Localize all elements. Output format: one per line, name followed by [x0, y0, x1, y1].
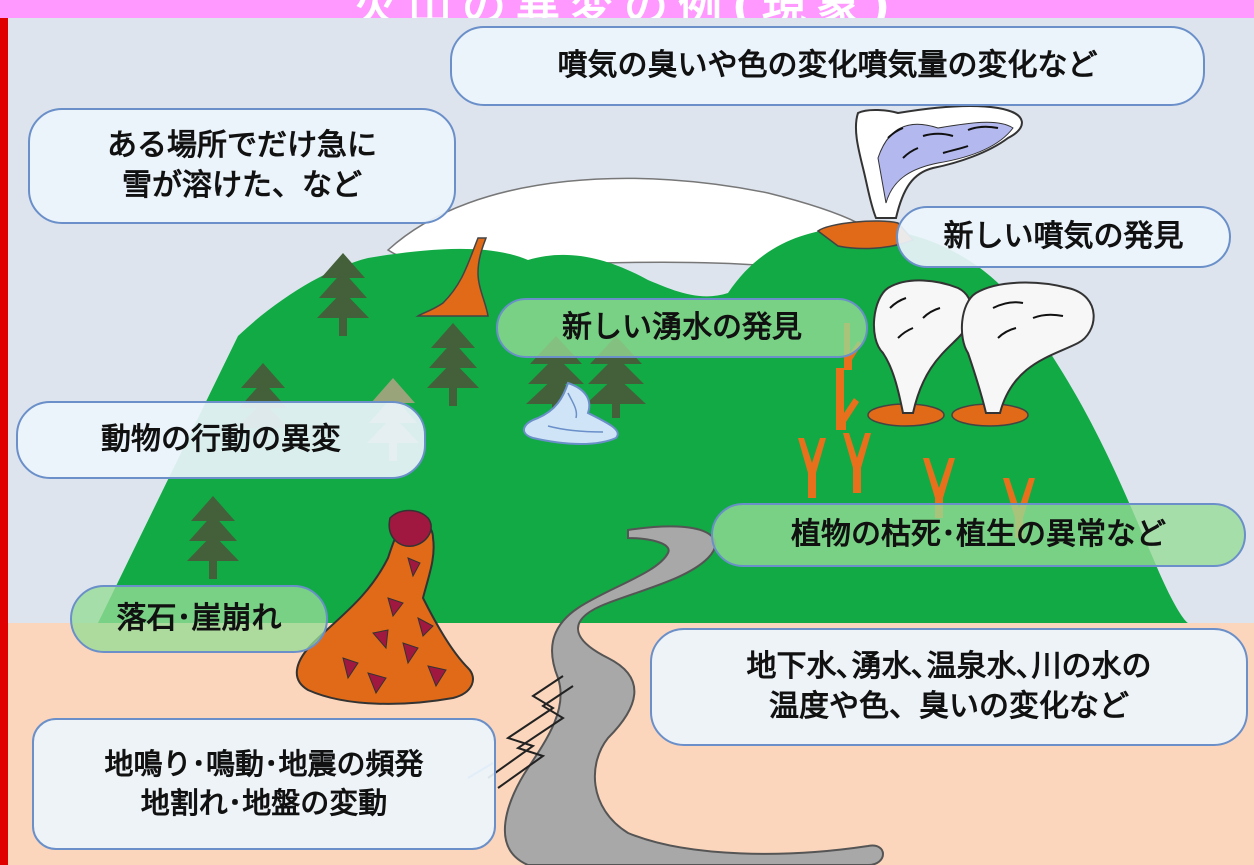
callout-water-change: 地下水､湧水､温泉水､川の水の 温度や色、臭いの変化など [650, 628, 1248, 746]
callout-ground-change: 地鳴り･鳴動･地震の頻発 地割れ･地盤の変動 [32, 718, 496, 850]
callout-plants: 植物の枯死･植生の異常など [711, 503, 1246, 567]
dead-tree-icon [798, 438, 826, 498]
callout-text-line1: 地下水､湧水､温泉水､川の水の [746, 648, 1152, 684]
callout-text-line2: 地割れ･地盤の変動 [140, 786, 388, 820]
small-lava-cone [415, 237, 489, 317]
callout-text: 新しい湧水の発見 [562, 309, 802, 345]
dead-tree-icon [843, 433, 871, 493]
crack-icon [497, 685, 574, 789]
callout-text-line1: ある場所でだけ急に [107, 127, 377, 163]
callout-fumarole-change: 噴気の臭いや色の変化噴気量の変化など [450, 26, 1205, 106]
callout-new-spring: 新しい湧水の発見 [496, 298, 868, 358]
dead-trees [798, 323, 1035, 538]
callout-text: 落石･崖崩れ [116, 600, 282, 636]
steam-plume [872, 279, 973, 414]
callout-text: 噴気の臭いや色の変化噴気量の変化など [557, 47, 1098, 83]
callout-animals: 動物の行動の異変 [16, 401, 426, 479]
tree-icon [187, 496, 239, 579]
dead-tree-icon [836, 368, 859, 430]
slide-title: 火山の異変の例(現象) [0, 0, 1254, 18]
title-bar: 火山の異変の例(現象) [0, 0, 1254, 18]
callout-text: 新しい噴気の発見 [943, 218, 1184, 254]
callout-rockfall: 落石･崖崩れ [70, 585, 328, 653]
callout-text-line2: 雪が溶けた、など [122, 168, 362, 203]
spring-water [523, 381, 619, 445]
tree-icon [427, 323, 479, 406]
callout-text: 動物の行動の異変 [101, 421, 341, 457]
left-accent-bar [0, 0, 8, 865]
callout-text: 植物の枯死･植生の異常など [791, 516, 1166, 552]
callout-snow-melt: ある場所でだけ急に 雪が溶けた、など [28, 108, 456, 224]
callout-new-fumarole: 新しい噴気の発見 [896, 206, 1231, 268]
river [503, 525, 884, 865]
callout-text-line2: 温度や色、臭いの変化など [769, 689, 1129, 724]
dead-tree-icon [923, 458, 955, 518]
rockfall-debris [295, 521, 474, 705]
tree-icon [317, 253, 369, 336]
callout-text-line1: 地鳴り･鳴動･地震の頻発 [104, 746, 424, 781]
volcano-scene: 噴気の臭いや色の変化噴気量の変化など ある場所でだけ急に 雪が溶けた、など 新し… [8, 18, 1254, 865]
